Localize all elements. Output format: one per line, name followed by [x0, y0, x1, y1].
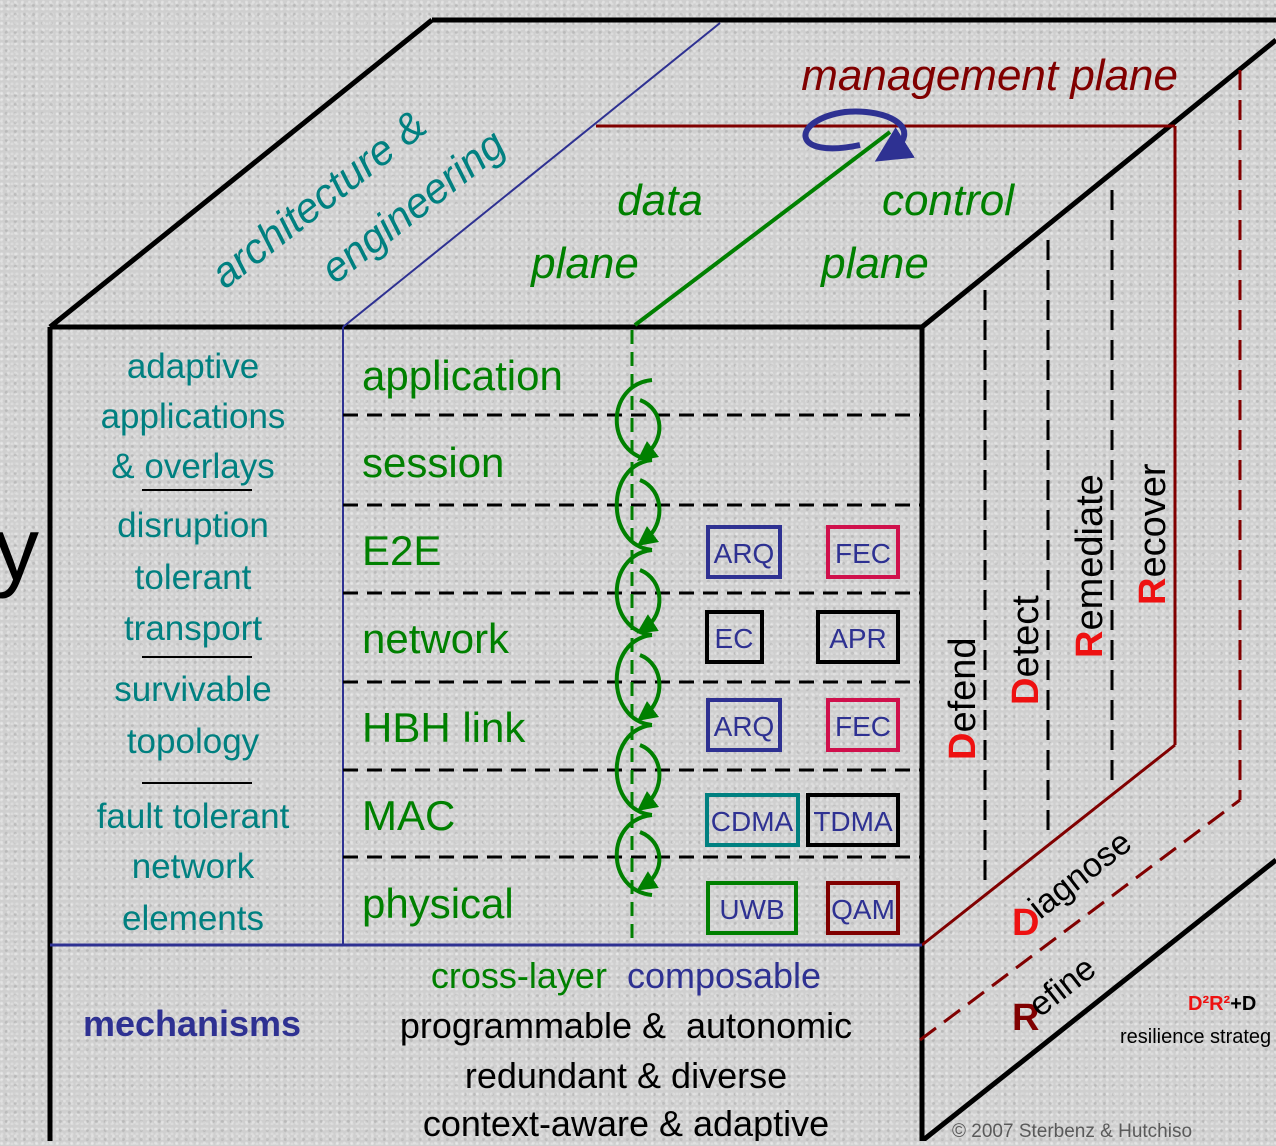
layer-mac: MAC — [362, 792, 455, 839]
defend-rest: efend — [942, 637, 984, 732]
layer-session: session — [362, 439, 504, 486]
mechanisms-line-3: redundant & diverse — [465, 1055, 787, 1096]
arch-divider-top — [342, 22, 721, 328]
detect-initial: D — [1005, 678, 1047, 705]
left-column-separators — [142, 489, 252, 784]
hbh-fec-label: FEC — [835, 711, 891, 742]
strategy-dashed-lines — [983, 190, 1114, 890]
resilience-formula: D²R²+D — [1188, 993, 1256, 1015]
defend-label: Defend — [942, 637, 984, 760]
refine-dashed-diagonal — [919, 798, 1241, 1042]
management-loop-arrow — [802, 108, 915, 162]
data-control-divider — [633, 130, 892, 327]
net-apr-box — [816, 610, 900, 664]
svg-text:Remediate: Remediate — [1069, 474, 1111, 658]
left-text-9: fault tolerant — [97, 797, 290, 836]
detect-rest: etect — [1005, 595, 1047, 678]
remediate-rest: emediate — [1069, 474, 1111, 630]
mgmt-plane-diagonal — [921, 743, 1176, 947]
left-column: adaptive applications & overlays disrupt… — [97, 347, 290, 938]
diagnose-rest: iagnose — [1022, 823, 1139, 926]
svg-text:Recover: Recover — [1132, 463, 1174, 605]
defend-initial: D — [942, 733, 984, 760]
recover-initial: R — [1132, 578, 1174, 605]
net-ec-label: EC — [715, 623, 754, 654]
protocol-boxes: ARQ FEC EC APR ARQ FEC CDMA TDMA UWB QAM — [705, 525, 900, 935]
e2e-arq-box — [706, 525, 782, 579]
layer-network: network — [362, 615, 510, 662]
cube-outline — [47, 17, 1276, 1143]
left-text-8: topology — [127, 722, 260, 761]
mechanisms-line-2: programmable & autonomic — [400, 1005, 852, 1046]
layer-e2e: E2E — [362, 527, 441, 574]
left-text-7: survivable — [114, 670, 272, 709]
recover-label: Recover — [1132, 463, 1174, 605]
left-text-6: transport — [124, 609, 262, 648]
left-text-4: disruption — [117, 506, 269, 545]
mac-cdma-box — [705, 793, 800, 847]
management-plane-label: management plane — [801, 51, 1178, 100]
mechanisms-line-4: context-aware & adaptive — [423, 1103, 829, 1141]
svg-text:Defend: Defend — [942, 637, 984, 760]
detect-label: Detect — [1005, 595, 1047, 705]
mac-tdma-label: TDMA — [813, 806, 893, 837]
net-apr-label: APR — [829, 623, 887, 654]
e2e-fec-box — [826, 525, 900, 579]
layer-application: application — [362, 352, 563, 399]
left-text-3: & overlays — [111, 447, 274, 486]
composable-word: composable — [627, 955, 821, 996]
left-text-11: elements — [122, 899, 264, 938]
cross-layer-word: cross-layer — [431, 955, 607, 996]
cross-layer-loops — [614, 378, 662, 897]
left-text-2: applications — [101, 397, 286, 436]
phy-uwb-box — [706, 881, 798, 935]
refine-initial: R — [1012, 997, 1039, 1039]
control-plane-label-2: plane — [819, 239, 929, 288]
hbh-arq-label: ARQ — [714, 711, 775, 742]
mac-tdma-box — [806, 793, 900, 847]
left-text-10: network — [132, 847, 255, 886]
net-ec-box — [705, 610, 764, 664]
hbh-fec-box — [826, 698, 900, 752]
left-edge-glyph: y — [0, 500, 39, 600]
mechanisms-label: mechanisms — [83, 1003, 301, 1044]
phy-qam-box — [826, 881, 900, 935]
layer-physical: physical — [362, 880, 514, 927]
data-plane-label-1: data — [617, 176, 703, 225]
hbh-arq-box — [706, 698, 782, 752]
diagnose-initial: D — [1012, 902, 1039, 944]
formula-tail: +D — [1230, 993, 1256, 1015]
data-plane-label-2: plane — [529, 239, 639, 288]
svg-text:Detect: Detect — [1005, 595, 1047, 705]
layer-hbh-link: HBH link — [362, 704, 526, 751]
layer-labels: application session E2E network HBH link… — [362, 352, 563, 927]
phy-qam-label: QAM — [831, 894, 895, 925]
formula-main: D²R² — [1188, 993, 1231, 1015]
recover-rest: ecover — [1132, 463, 1174, 577]
copyright-notice: © 2007 Sterbenz & Hutchiso — [952, 1121, 1192, 1141]
remediate-initial: R — [1069, 631, 1111, 658]
mac-cdma-label: CDMA — [711, 806, 794, 837]
phy-uwb-label: UWB — [719, 894, 784, 925]
e2e-arq-label: ARQ — [714, 538, 775, 569]
control-plane-label-1: control — [882, 176, 1015, 225]
diagnose-label: D iagnose — [1012, 823, 1139, 944]
cross-layer-line: cross-layer composable — [431, 955, 821, 996]
left-text-1: adaptive — [127, 347, 259, 386]
remediate-label: Remediate — [1069, 474, 1111, 658]
formula-subtitle: resilience strateg — [1120, 1026, 1271, 1048]
e2e-fec-label: FEC — [835, 538, 891, 569]
left-text-5: tolerant — [135, 558, 252, 597]
